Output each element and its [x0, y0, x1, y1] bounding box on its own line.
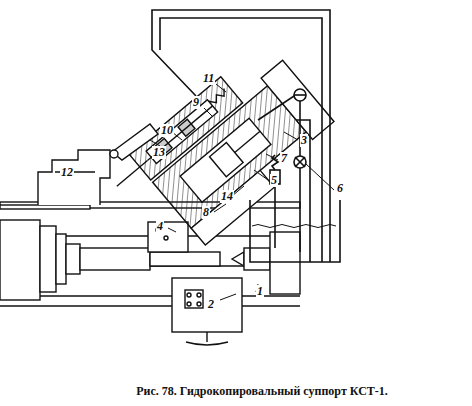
callout-number: 2 — [207, 298, 215, 311]
callout-number: 10 — [160, 124, 174, 137]
callout-number: 3 — [300, 134, 308, 147]
callout-number: 12 — [60, 166, 74, 179]
callout-number: 13 — [152, 146, 166, 159]
figure-caption: Рис. 78. Гидрокопировальный суппорт КСТ-… — [136, 384, 388, 398]
callout-number: 1 — [256, 285, 264, 298]
callout-number: 14 — [220, 190, 234, 203]
callout-number: 11 — [202, 72, 215, 85]
callout-number: 5 — [270, 174, 278, 187]
callout-number: 4 — [156, 220, 164, 233]
callout-number: 7 — [280, 152, 288, 165]
callout-number: 8 — [202, 206, 210, 219]
callout-number: 6 — [336, 182, 344, 195]
callout-number: 9 — [192, 96, 200, 109]
